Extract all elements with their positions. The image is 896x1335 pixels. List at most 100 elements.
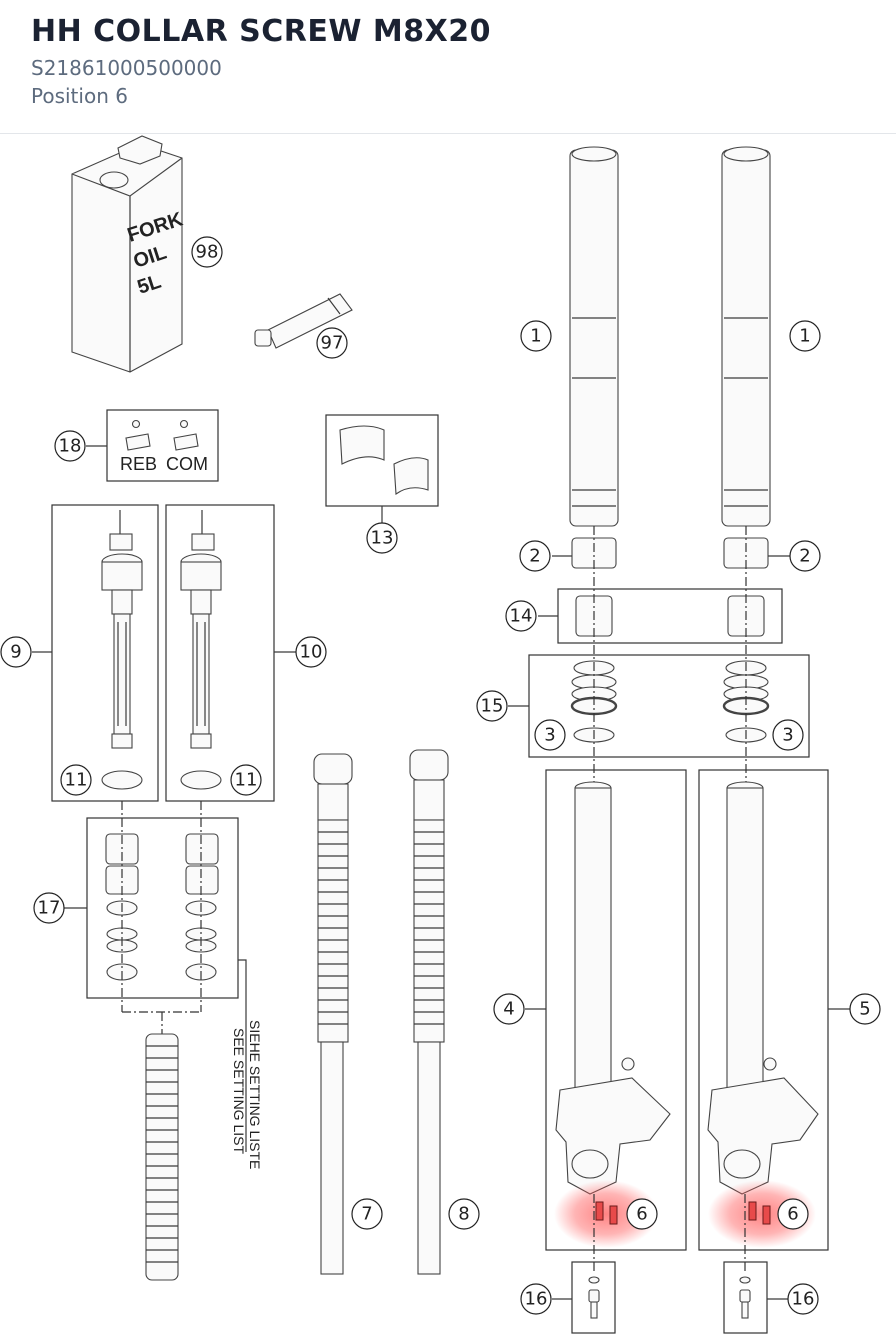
callout-2[interactable]: 2 (519, 540, 551, 572)
axle-screw-left[interactable] (571, 1261, 616, 1334)
axle-screw-right[interactable] (723, 1261, 768, 1334)
inner-tube-right[interactable] (698, 769, 829, 1251)
outer-tube-left[interactable] (569, 146, 619, 527)
callout-circle (505, 600, 537, 632)
callout-circle (534, 719, 566, 751)
header: HH COLLAR SCREW M8X20 S21861000500000 Po… (0, 0, 896, 134)
callout-circle (60, 764, 92, 796)
callout-circle (626, 1198, 658, 1230)
callout-circle (789, 320, 821, 352)
highlight-position-6-right (708, 1180, 816, 1248)
callout-circle (366, 522, 398, 554)
callout-circle (230, 764, 262, 796)
bushing-kit[interactable] (557, 588, 783, 644)
collar-screw-right[interactable] (748, 1201, 771, 1225)
callout-number: 2 (799, 546, 810, 567)
callout-circle (476, 690, 508, 722)
part-number: S21861000500000 (31, 56, 222, 80)
callout-number: 16 (792, 1289, 815, 1310)
callout-circle (787, 1283, 819, 1315)
cartridge-left[interactable] (51, 504, 159, 802)
callout-number: 9 (10, 642, 21, 663)
callout-15[interactable]: 15 (476, 690, 508, 722)
callout-circle (448, 1198, 480, 1230)
reb-label: REB (120, 454, 157, 474)
damper-cartridge-left[interactable] (313, 753, 353, 1275)
callout-circle (849, 993, 881, 1025)
fork-oil-can[interactable]: FORK OIL 5L (71, 135, 186, 373)
callout-9[interactable]: 9 (0, 636, 32, 668)
callout-circle (351, 1198, 383, 1230)
callout-circle (789, 540, 821, 572)
callout-circle (520, 1283, 552, 1315)
callout-number: 8 (458, 1204, 469, 1225)
callout-number: 11 (65, 770, 88, 791)
com-label: COM (166, 454, 208, 474)
callout-2[interactable]: 2 (789, 540, 821, 572)
callout-14[interactable]: 14 (505, 600, 537, 632)
callout-3[interactable]: 3 (534, 719, 566, 751)
cartridge-right[interactable] (165, 504, 275, 802)
callout-number: 15 (481, 696, 504, 717)
callout-7[interactable]: 7 (351, 1198, 383, 1230)
highlight-position-6-left (554, 1180, 658, 1248)
callout-number: 2 (529, 546, 540, 567)
callout-98[interactable]: 98 (191, 236, 223, 268)
callout-circle (519, 540, 551, 572)
outer-tube-right[interactable] (721, 146, 771, 527)
callout-circle (33, 892, 65, 924)
callout-number: 6 (787, 1204, 798, 1225)
part-title: HH COLLAR SCREW M8X20 (31, 14, 492, 49)
callout-number: 3 (782, 725, 793, 746)
preload-spacer-kit[interactable] (325, 414, 439, 526)
seal-kit[interactable] (86, 817, 239, 999)
callout-number: 98 (196, 242, 219, 263)
callout-number: 13 (371, 528, 394, 549)
exploded-parts-diagram: FORK OIL 5L REB COM (0, 135, 881, 1334)
callout-16[interactable]: 16 (787, 1283, 819, 1315)
callout-number: 1 (799, 326, 810, 347)
callout-1[interactable]: 1 (520, 320, 552, 352)
callout-6[interactable]: 6 (626, 1198, 658, 1230)
callout-1[interactable]: 1 (789, 320, 821, 352)
callout-number: 17 (38, 898, 61, 919)
callout-circle (493, 993, 525, 1025)
callout-10[interactable]: 10 (295, 636, 327, 668)
collar-screw-left[interactable] (595, 1201, 618, 1225)
callout-3[interactable]: 3 (772, 719, 804, 751)
setting-note-de: SIEHE SETTING LISTE (247, 1020, 263, 1169)
callout-number: 3 (544, 725, 555, 746)
callout-11[interactable]: 11 (230, 764, 262, 796)
callout-5[interactable]: 5 (849, 993, 881, 1025)
callout-number: 11 (235, 770, 258, 791)
callout-number: 4 (503, 999, 514, 1020)
callout-8[interactable]: 8 (448, 1198, 480, 1230)
callout-16[interactable]: 16 (520, 1283, 552, 1315)
clicker-kit[interactable]: REB COM (106, 409, 219, 482)
callout-number: 7 (361, 1204, 372, 1225)
callout-18[interactable]: 18 (54, 430, 86, 462)
grease-tube[interactable] (254, 293, 353, 349)
damper-cartridge-right[interactable] (409, 749, 449, 1275)
callout-17[interactable]: 17 (33, 892, 65, 924)
callout-13[interactable]: 13 (366, 522, 398, 554)
part-position: Position 6 (31, 84, 128, 108)
callout-number: 1 (530, 326, 541, 347)
fork-spring[interactable] (145, 1033, 179, 1281)
callout-circle (777, 1198, 809, 1230)
callout-number: 10 (300, 642, 323, 663)
callout-circle (54, 430, 86, 462)
callout-6[interactable]: 6 (777, 1198, 809, 1230)
callout-4[interactable]: 4 (493, 993, 525, 1025)
callout-circle (0, 636, 32, 668)
callout-11[interactable]: 11 (60, 764, 92, 796)
callout-circle (772, 719, 804, 751)
callout-97[interactable]: 97 (316, 327, 348, 359)
callout-number: 6 (636, 1204, 647, 1225)
callout-circle (191, 236, 223, 268)
fork-seal-kit[interactable] (528, 654, 810, 758)
setting-note-en: SEE SETTING LIST (231, 1028, 247, 1154)
callout-number: 14 (510, 606, 533, 627)
inner-tube-left[interactable] (545, 769, 687, 1251)
callout-circle (520, 320, 552, 352)
